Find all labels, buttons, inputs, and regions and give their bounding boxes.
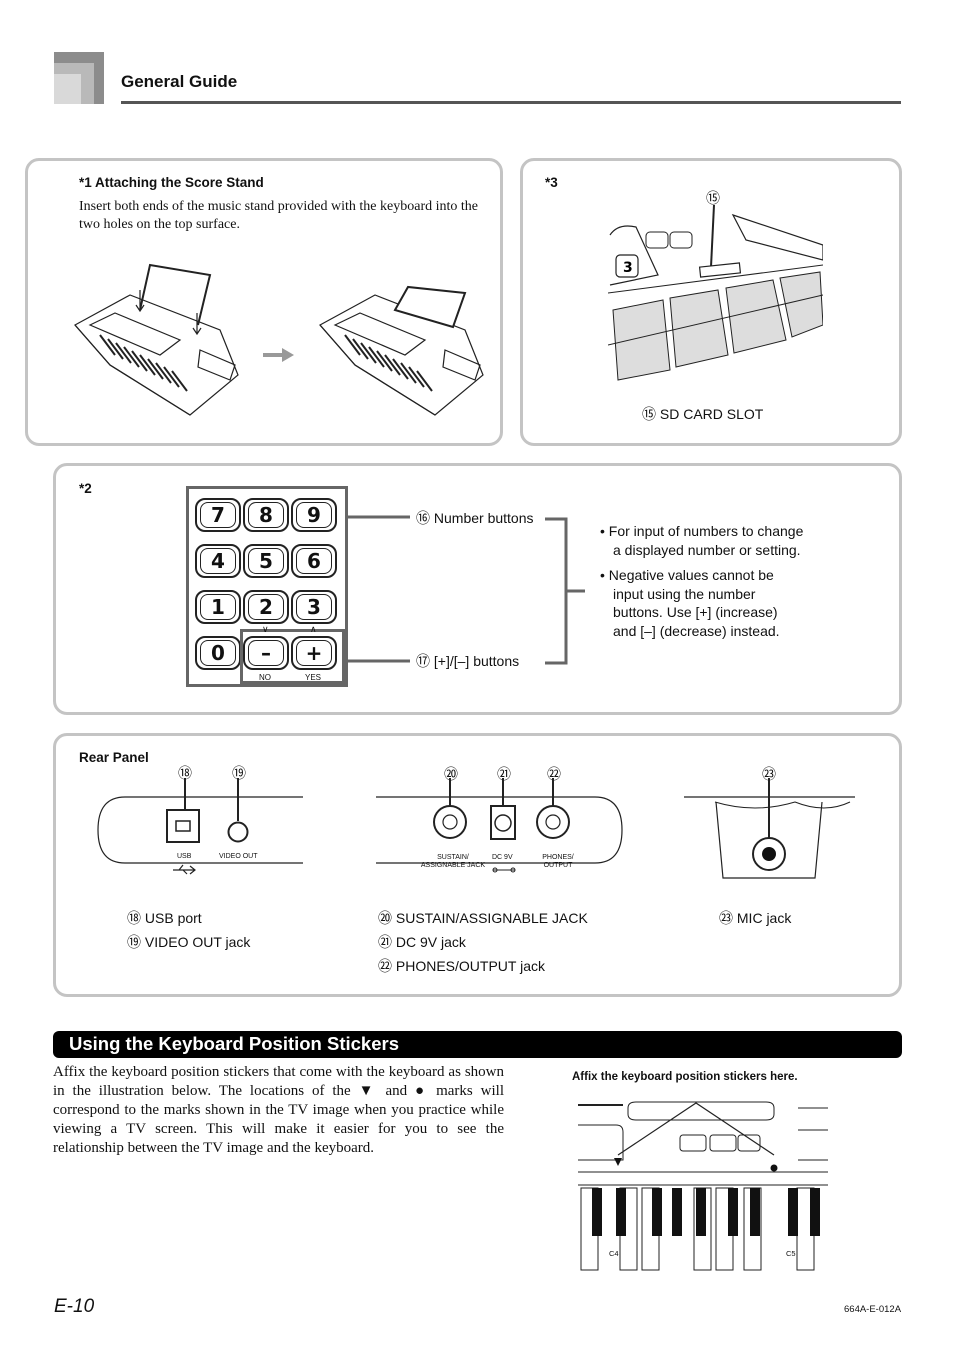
no-label: NO	[259, 673, 271, 682]
legend-usb: ⑱ USB port	[127, 910, 202, 926]
down-chevron-icon: ∨	[262, 624, 269, 634]
page-title: General Guide	[121, 72, 238, 91]
c5-label: C5	[786, 1249, 796, 1258]
stickers-text: Affix the keyboard position stickers tha…	[53, 1064, 504, 1156]
legend-video: ⑲ VIDEO OUT jack	[127, 934, 251, 950]
up-chevron-icon: ∧	[310, 624, 317, 634]
yes-label: YES	[305, 673, 322, 682]
keyboard-drawing	[74, 294, 239, 416]
sd-card-illustration: 3	[608, 205, 823, 381]
rear-panel-label: Rear Panel	[79, 750, 149, 765]
key-9[interactable]: 9	[291, 498, 337, 532]
rear-legend-3: ㉓ MIC jack	[719, 906, 791, 930]
callout-49: ⑲	[232, 765, 246, 781]
usb-jack-label: USB	[177, 853, 192, 860]
number-buttons-callout: ⑯ Number buttons	[416, 510, 534, 526]
stickers-section-bar: Using the Keyboard Position Stickers	[53, 1031, 902, 1058]
callout-51: ㉑	[497, 766, 511, 782]
key-7[interactable]: 7	[195, 498, 241, 532]
key-1[interactable]: 1	[195, 590, 241, 624]
document-code: 664A-E-012A	[844, 1304, 902, 1315]
header-decoration	[54, 74, 81, 104]
number-notes: • For input of numbers to change a displ…	[599, 522, 804, 640]
key-plus[interactable]: +	[291, 636, 337, 670]
note-bullet: • Negative values cannot be input using …	[600, 567, 780, 639]
plus-minus-callout: ⑰ [+]/[–] buttons	[416, 653, 520, 669]
number-panel-label: *2	[79, 481, 92, 496]
rear-legend-1: ⑱ USB port ⑲ VIDEO OUT jack	[127, 906, 250, 954]
legend-sustain: ⑳ SUSTAIN/ASSIGNABLE JACK	[378, 910, 588, 926]
sticker-figure-caption: Affix the keyboard position stickers her…	[572, 1071, 798, 1083]
key-2[interactable]: 2	[243, 590, 289, 624]
sustain-jack-label: SUSTAIN/ ASSIGNABLE JACK	[420, 854, 486, 869]
sticker-keyboard-illustration	[578, 1101, 828, 1271]
legend-phones: ㉒ PHONES/OUTPUT jack	[378, 958, 545, 974]
phones-jack-label: PHONES/ OUTPUT	[542, 854, 574, 869]
key-minus[interactable]: –	[243, 636, 289, 670]
dc-jack-label: DC 9V	[492, 854, 513, 861]
score-stand-heading: *1 Attaching the Score Stand	[79, 175, 264, 190]
key-5[interactable]: 5	[243, 544, 289, 578]
sd-card-caption: ⑮ SD CARD SLOT	[642, 406, 764, 422]
number-buttons-panel	[53, 463, 902, 715]
c4-label: C4	[609, 1249, 619, 1258]
stickers-section-title: Using the Keyboard Position Stickers	[69, 1033, 399, 1054]
note-bullet: • For input of numbers to change a displ…	[600, 523, 804, 558]
sd-card-label: *3	[545, 175, 558, 190]
key-4[interactable]: 4	[195, 544, 241, 578]
legend-mic: ㉓ MIC jack	[719, 910, 792, 926]
key-8[interactable]: 8	[243, 498, 289, 532]
score-stand-text: Insert both ends of the music stand prov…	[79, 199, 478, 232]
score-stand-illustration	[74, 263, 484, 416]
legend-dc: ㉑ DC 9V jack	[378, 934, 466, 950]
svg-text:3: 3	[623, 260, 633, 276]
key-0[interactable]: 0	[195, 636, 241, 670]
sd-callout-number: ⑮	[706, 190, 720, 206]
rear-panel-illustration	[97, 778, 855, 879]
callout-53: ㉓	[762, 766, 776, 782]
callout-50: ⑳	[444, 766, 458, 782]
key-3[interactable]: 3	[291, 590, 337, 624]
number-keypad: 7 8 9 4 5 6 1 2 3 0 – + ∨ ∧ NO YES	[186, 486, 348, 687]
callout-lines	[348, 515, 585, 665]
video-jack-label: VIDEO OUT	[219, 853, 258, 860]
sd-card-panel	[520, 158, 902, 446]
plus-minus-group	[240, 629, 345, 684]
key-6[interactable]: 6	[291, 544, 337, 578]
rear-legend-2: ⑳ SUSTAIN/ASSIGNABLE JACK ㉑ DC 9V jack ㉒…	[378, 906, 588, 978]
callout-48: ⑱	[178, 765, 192, 781]
page-number: E-10	[54, 1296, 95, 1317]
header-rule	[121, 101, 901, 104]
callout-52: ㉒	[547, 766, 561, 782]
